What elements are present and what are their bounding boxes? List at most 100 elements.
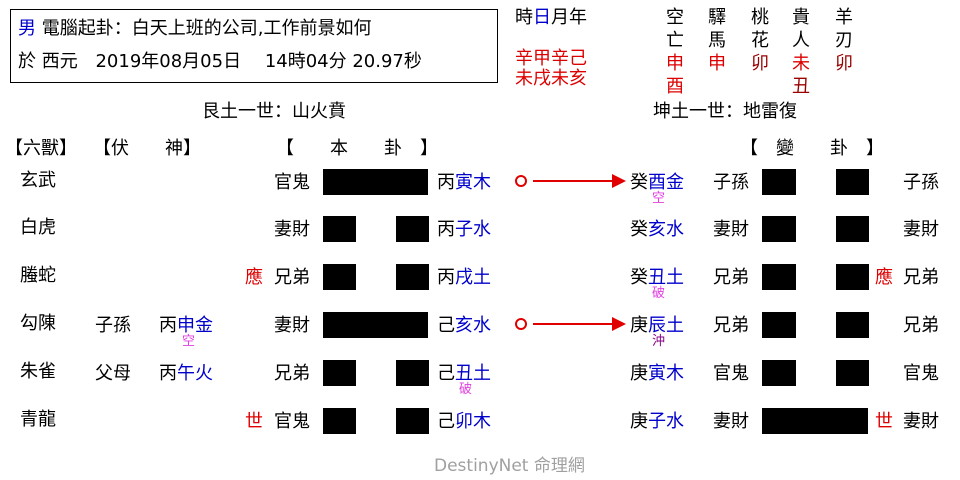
changed-yin-line-right — [836, 216, 869, 242]
shensha-name-2: 花 — [751, 30, 769, 51]
changed-branch: 酉金 — [648, 172, 684, 193]
main-stem-branch: 丙寅木 — [437, 172, 491, 194]
shensha-name-1: 空 — [666, 7, 684, 28]
fushen-stem-branch: 丙午火 — [159, 363, 213, 385]
changed-relation: 兄弟 — [713, 315, 749, 336]
changed-yin-line-left — [762, 169, 796, 195]
yin-line-right — [396, 360, 429, 386]
main-branch: 亥水 — [455, 315, 491, 336]
changed-relation: 子孫 — [713, 172, 749, 193]
date-prefix: 於 西元 — [18, 51, 78, 72]
shensha-value: 申 — [708, 53, 726, 74]
changed-relation-right: 兄弟 — [903, 267, 939, 288]
shensha-name-2: 人 — [792, 30, 810, 51]
main-relation: 官鬼 — [274, 411, 310, 432]
ganzhi-stems: 辛甲辛己 — [515, 48, 587, 69]
six-beast-label: 玄武 — [20, 170, 56, 191]
yin-line-right — [396, 216, 429, 242]
changed-note: 空 — [652, 191, 666, 206]
yang-line — [323, 169, 428, 195]
header-changed: 【 變 卦 】 — [740, 138, 884, 159]
yin-line-left — [323, 264, 356, 290]
watermark: DestinyNet 命理網 — [434, 456, 585, 476]
shensha-value: 酉 — [666, 76, 684, 97]
main-stem: 己 — [437, 411, 455, 432]
fushen-note: 空 — [182, 334, 196, 349]
changed-stem-branch: 庚子水 — [630, 411, 684, 433]
changed-yin-line-right — [836, 360, 869, 386]
six-beast-label: 朱雀 — [20, 361, 56, 382]
changed-yang-line — [762, 408, 868, 434]
changed-relation-right: 官鬼 — [903, 363, 939, 384]
changed-note: 沖 — [652, 334, 666, 349]
yin-line-left — [323, 408, 356, 434]
main-stem: 丙 — [437, 172, 455, 193]
changed-yin-line-left — [762, 360, 796, 386]
shensha-name-1: 貴 — [792, 7, 810, 28]
changed-stem-branch: 癸酉金 — [630, 172, 684, 194]
main-stem: 丙 — [437, 267, 455, 288]
changed-note: 破 — [652, 286, 666, 301]
changed-branch: 丑土 — [648, 267, 684, 288]
date-value: 2019年08月05日 — [95, 51, 242, 72]
changed-branch: 寅木 — [648, 363, 684, 384]
changed-line-marker: 應 — [875, 267, 893, 288]
main-stem-branch: 丙戌土 — [437, 267, 491, 289]
moving-line-circle — [515, 175, 527, 187]
change-arrow-head — [612, 317, 626, 331]
change-arrow-line — [533, 323, 613, 325]
changed-stem-branch: 庚辰土 — [630, 315, 684, 337]
fushen-relation: 子孫 — [95, 315, 131, 336]
shensha-value: 未 — [792, 53, 810, 74]
changed-line-marker: 世 — [875, 411, 893, 432]
header-main: 【 本 卦 】 — [276, 138, 438, 159]
main-relation: 妻財 — [274, 315, 310, 336]
six-beast-label: 勾陳 — [20, 313, 56, 334]
change-arrow-head — [612, 174, 626, 188]
main-relation: 兄弟 — [274, 267, 310, 288]
time-label: 時日月年 — [515, 7, 587, 28]
yang-line — [323, 312, 428, 338]
changed-stem: 庚 — [630, 411, 648, 432]
changed-branch: 辰土 — [648, 315, 684, 336]
fushen-branch: 午火 — [177, 363, 213, 384]
main-relation: 兄弟 — [274, 363, 310, 384]
changed-yin-line-right — [836, 264, 869, 290]
main-stem-branch: 己丑土 — [437, 363, 491, 385]
main-stem-branch: 丙子水 — [437, 219, 491, 241]
changed-stem-branch: 癸亥水 — [630, 219, 684, 241]
changed-relation: 妻財 — [713, 411, 749, 432]
changed-yin-line-left — [762, 312, 796, 338]
question-line: 男 電腦起卦：白天上班的公司,工作前景如何 — [18, 18, 372, 39]
yin-line-left — [323, 360, 356, 386]
moving-line-circle — [515, 318, 527, 330]
six-beast-label: 青龍 — [20, 409, 56, 430]
header-fushen: 【伏 神】 — [93, 138, 201, 159]
ganzhi-branches: 未戌未亥 — [515, 68, 587, 89]
changed-yin-line-right — [836, 312, 869, 338]
shensha-value: 丑 — [792, 76, 810, 97]
changed-branch: 子水 — [648, 411, 684, 432]
fushen-branch: 申金 — [177, 315, 213, 336]
yin-line-left — [323, 216, 356, 242]
changed-stem: 庚 — [630, 363, 648, 384]
changed-stem: 癸 — [630, 267, 648, 288]
line-marker: 應 — [245, 267, 263, 288]
main-stem-branch: 己卯木 — [437, 411, 491, 433]
shensha-name-2: 亡 — [666, 30, 684, 51]
main-relation: 妻財 — [274, 219, 310, 240]
line-marker: 世 — [245, 411, 263, 432]
yin-line-right — [396, 408, 429, 434]
fushen-stem: 丙 — [159, 363, 177, 384]
date-line: 於 西元 2019年08月05日 14時04分 20.97秒 — [18, 51, 422, 73]
fushen-stem: 丙 — [159, 315, 177, 336]
main-branch: 卯木 — [455, 411, 491, 432]
yin-line-right — [396, 264, 429, 290]
changed-stem-branch: 庚寅木 — [630, 363, 684, 385]
fushen-stem-branch: 丙申金 — [159, 315, 213, 337]
changed-stem-branch: 癸丑土 — [630, 267, 684, 289]
changed-relation-right: 子孫 — [903, 172, 939, 193]
change-arrow-line — [533, 180, 613, 182]
changed-relation-right: 兄弟 — [903, 315, 939, 336]
header-six-beasts: 【六獸】 — [5, 138, 77, 159]
